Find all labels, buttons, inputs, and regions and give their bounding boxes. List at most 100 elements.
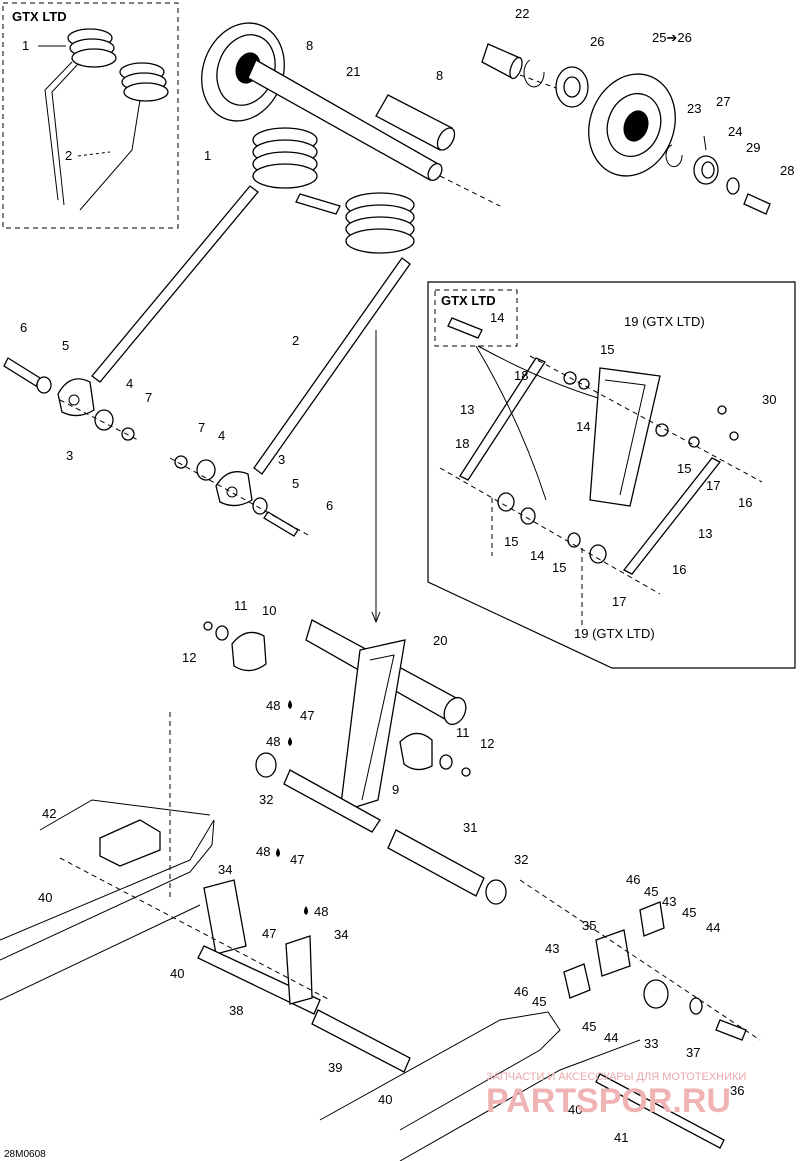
spring-arm-left (91, 185, 259, 383)
callout: 17 (706, 478, 720, 493)
watermark-brand: PARTSPOR.RU (486, 1082, 731, 1120)
callout: 15 (552, 560, 566, 575)
callout: 16 (738, 495, 752, 510)
inset-title: GTX LTD (12, 9, 67, 24)
callout: 10 (262, 603, 276, 618)
callout: 46 (626, 872, 640, 887)
callout: 18 (455, 436, 469, 451)
callout: 37 (686, 1045, 700, 1060)
nut-7-left (121, 427, 135, 441)
callout: 41 (614, 1130, 628, 1145)
circlip (523, 59, 545, 88)
partspor-watermark: ЗАПЧАСТИ И АКСЕССУАРЫ ДЛЯ МОТОТЕХНИКИ PA… (486, 1071, 746, 1120)
washer-5-right (252, 497, 268, 515)
washer-29 (726, 177, 740, 195)
callout: 1 (204, 148, 211, 163)
callout: 36 (730, 1083, 744, 1098)
shaft-31 (387, 829, 485, 897)
callout: 32 (259, 792, 273, 807)
circlip-23 (665, 144, 683, 168)
callout: 38 (229, 1003, 243, 1018)
callout: 45 (532, 994, 546, 1009)
spacer-tube-8 (375, 94, 456, 151)
callout: 24 (728, 124, 742, 139)
collar-24 (693, 155, 719, 185)
callout: 48 (266, 698, 280, 713)
callout: 11 (456, 725, 470, 740)
callout: 45 (682, 905, 696, 920)
rivet-30 (717, 405, 727, 415)
callout: 33 (644, 1036, 658, 1051)
callout: 14 (530, 548, 544, 563)
pin-14-inset (447, 317, 483, 339)
callout: 1 (22, 38, 29, 53)
diagram-code: 28M0608 (4, 1149, 46, 1160)
adjuster-cam-3-left (57, 378, 95, 417)
spring-arm-right (253, 257, 411, 475)
bushing-32-lower (485, 879, 507, 905)
right-slide-rail (319, 1011, 641, 1161)
callout: 45 (644, 884, 658, 899)
front-arm-20 (283, 619, 467, 833)
callout: 4 (126, 376, 133, 391)
callout: 35 (582, 918, 596, 933)
bolt-6-left (3, 357, 41, 387)
callout: 9 (392, 782, 399, 797)
bolt-36 (715, 1019, 747, 1041)
adjuster-cam-10 (231, 631, 267, 672)
callout: 47 (300, 708, 314, 723)
callout: 43 (545, 941, 559, 956)
callout: 31 (463, 820, 477, 835)
callout: 27 (716, 94, 730, 109)
bushing-4-left (94, 409, 114, 431)
link-rod-13-upper (459, 357, 546, 481)
bushing-32-upper (255, 752, 277, 778)
idler-wheel-left (201, 22, 285, 122)
callout: 39 (328, 1060, 342, 1075)
callout: 19 (GTX LTD) (624, 314, 705, 329)
callout: 45 (582, 1019, 596, 1034)
callout: 29 (746, 140, 760, 155)
callout: 14 (490, 310, 504, 325)
callout: 30 (762, 392, 776, 407)
torsion-spring-small (44, 28, 169, 211)
idler-wheel-right (588, 73, 676, 177)
nut-7-right (174, 455, 188, 469)
adjuster-cam-9 (399, 732, 433, 771)
block-43-lower (563, 963, 591, 999)
callout: 6 (20, 320, 27, 335)
block-43-upper (639, 901, 665, 937)
callout: 8 (306, 38, 313, 53)
washer-37 (689, 997, 703, 1015)
callout: 47 (290, 852, 304, 867)
rear-link-inset: GTX LTD (427, 281, 796, 669)
cross-shaft-39 (311, 1009, 411, 1073)
grease-drop-icons (276, 700, 308, 915)
callout: 7 (145, 390, 152, 405)
callout: 44 (706, 920, 720, 935)
callout: 48 (256, 844, 270, 859)
callout: 48 (314, 904, 328, 919)
watermark-tagline: ЗАПЧАСТИ И АКСЕССУАРЫ ДЛЯ МОТОТЕХНИКИ (486, 1071, 746, 1083)
bushing-33 (643, 979, 669, 1009)
callout: 8 (436, 68, 443, 83)
callout: 40 (170, 966, 184, 981)
callout: 13 (698, 526, 712, 541)
callout: 20 (433, 633, 447, 648)
callout: 6 (326, 498, 333, 513)
callout: 25➔26 (652, 30, 692, 45)
callout: 40 (38, 890, 52, 905)
bushing-4-right (196, 459, 216, 481)
link-rod-13-lower (622, 457, 722, 575)
callout: 4 (218, 428, 225, 443)
rear-arm-19 (589, 367, 661, 507)
callout: 23 (687, 101, 701, 116)
callout: 43 (662, 894, 676, 909)
callout: 5 (62, 338, 69, 353)
callout: 16 (672, 562, 686, 577)
callout: 19 (GTX LTD) (574, 626, 655, 641)
stopper-block-35 (595, 929, 631, 977)
callout: 40 (568, 1102, 582, 1117)
callout: 2 (65, 148, 72, 163)
